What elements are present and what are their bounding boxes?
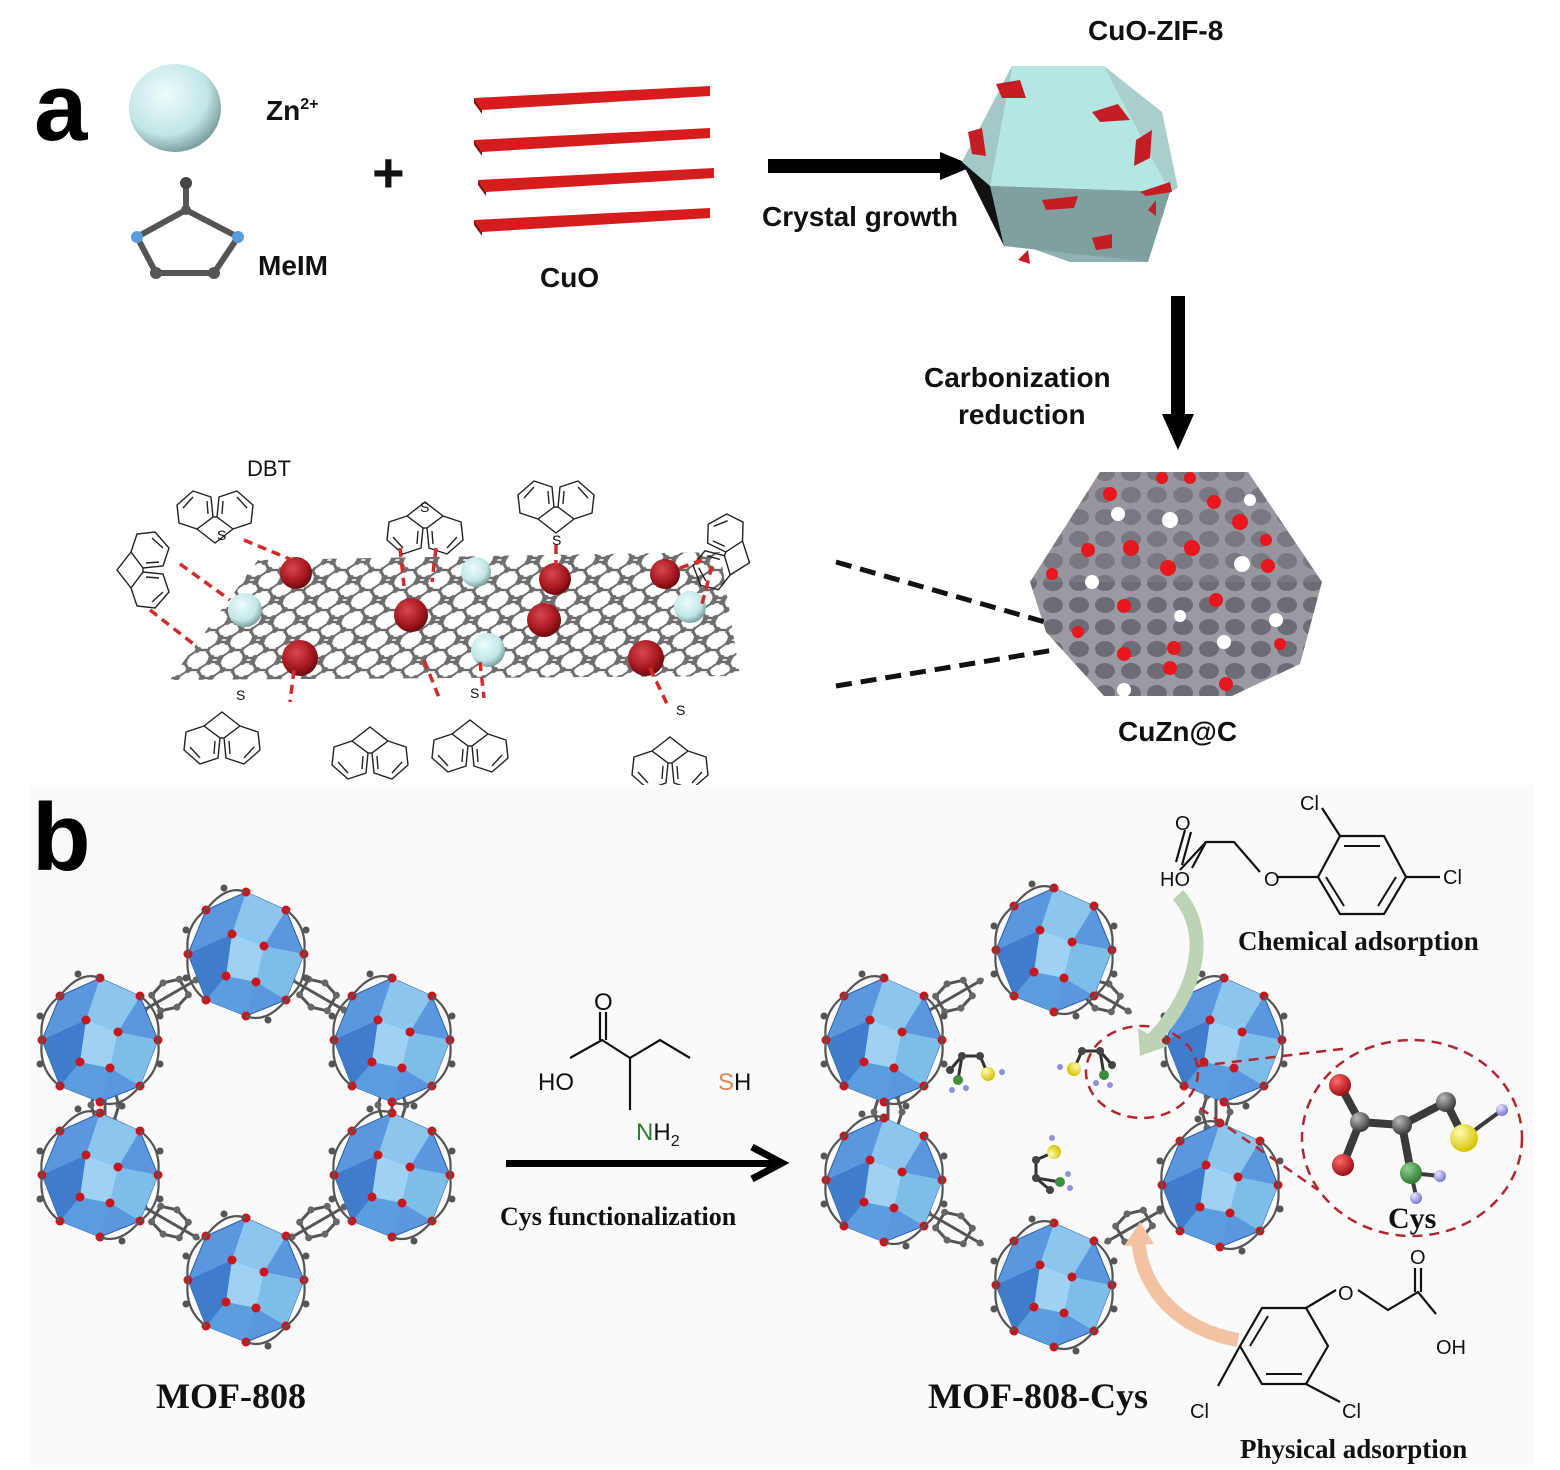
dbt-molecules: S S S S S S xyxy=(116,480,764,790)
svg-text:S: S xyxy=(217,527,226,543)
cys-ball-stick-model xyxy=(1329,1074,1508,1204)
cysteine-structure: O HO SH NH2 xyxy=(538,989,751,1150)
panel-letter-b: b xyxy=(32,784,91,891)
cuo-zif8-crystal xyxy=(962,66,1178,264)
physical-adsorption-molecule: O O OH Cl Cl xyxy=(1190,1247,1466,1423)
cuzn-c-label: CuZn@C xyxy=(1118,716,1237,747)
meim-label: MeIM xyxy=(258,250,328,281)
cys-inset-label: Cys xyxy=(1388,1202,1436,1235)
dbt-label: DBT xyxy=(247,456,291,481)
svg-text:HO: HO xyxy=(538,1069,574,1096)
cuzn-carbon-polyhedron xyxy=(1030,472,1322,697)
svg-text:S: S xyxy=(676,702,685,718)
meim-ligand-icon xyxy=(131,177,244,279)
svg-text:S: S xyxy=(552,532,561,548)
svg-text:O: O xyxy=(1338,1283,1354,1305)
svg-text:O: O xyxy=(1264,869,1280,891)
svg-text:S: S xyxy=(420,499,429,515)
svg-text:O: O xyxy=(1175,813,1191,835)
crystal-growth-label: Crystal growth xyxy=(762,201,958,232)
crystal-growth-arrow xyxy=(768,152,974,180)
plus-sign: + xyxy=(372,141,405,204)
zn-ion-label: Zn2+ xyxy=(266,95,318,126)
cuo-label: CuO xyxy=(540,262,599,293)
chemical-adsorption-arrowhead xyxy=(1138,1028,1168,1056)
cys-zoom-callout xyxy=(1084,1024,1524,1238)
carbonization-label-line1: Carbonization xyxy=(924,362,1111,393)
zn-ion-sphere xyxy=(129,64,221,152)
cuo-nanoplates-icon xyxy=(474,86,714,236)
svg-text:S: S xyxy=(470,685,479,701)
svg-text:OH: OH xyxy=(1436,1337,1466,1359)
dbt-interaction-dashes xyxy=(148,538,714,707)
svg-text:O: O xyxy=(1410,1247,1426,1269)
svg-text:Cl: Cl xyxy=(1342,1401,1361,1423)
svg-text:O: O xyxy=(594,989,613,1016)
svg-text:SH: SH xyxy=(718,1069,751,1096)
svg-text:S: S xyxy=(236,687,245,703)
cys-functionalization-label: Cys functionalization xyxy=(500,1202,737,1231)
carbonization-label-line2: reduction xyxy=(958,399,1086,430)
cys-functionalization-arrow xyxy=(506,1143,790,1183)
panel-b: b MOF-808 O HO SH NH2 xyxy=(30,784,1535,1465)
mof-808-cys-label: MOF-808-Cys xyxy=(928,1376,1148,1416)
mof-808-label: MOF-808 xyxy=(156,1376,306,1416)
svg-text:Cl: Cl xyxy=(1190,1401,1209,1423)
physical-adsorption-arrow xyxy=(1131,1235,1240,1347)
chemical-adsorption-arrow xyxy=(1146,890,1204,1045)
panel-letter-a: a xyxy=(34,54,88,161)
panel-a: a Zn2+ MeIM + xyxy=(34,15,1322,790)
carbonization-arrow xyxy=(1162,296,1194,450)
svg-text:NH2: NH2 xyxy=(636,1119,680,1150)
metal-nanoparticles xyxy=(228,557,706,676)
svg-text:HO: HO xyxy=(1160,869,1190,891)
physical-adsorption-arrowhead xyxy=(1124,1222,1154,1246)
svg-text:Cl: Cl xyxy=(1300,793,1319,815)
zoom-callout-lines xyxy=(835,559,1055,689)
svg-text:Cl: Cl xyxy=(1443,867,1462,889)
chemical-adsorption-label: Chemical adsorption xyxy=(1238,926,1479,956)
physical-adsorption-label: Physical adsorption xyxy=(1240,1434,1467,1464)
chemical-adsorption-molecule: O HO O Cl Cl xyxy=(1160,793,1462,916)
cuo-zif8-label: CuO-ZIF-8 xyxy=(1088,15,1223,46)
